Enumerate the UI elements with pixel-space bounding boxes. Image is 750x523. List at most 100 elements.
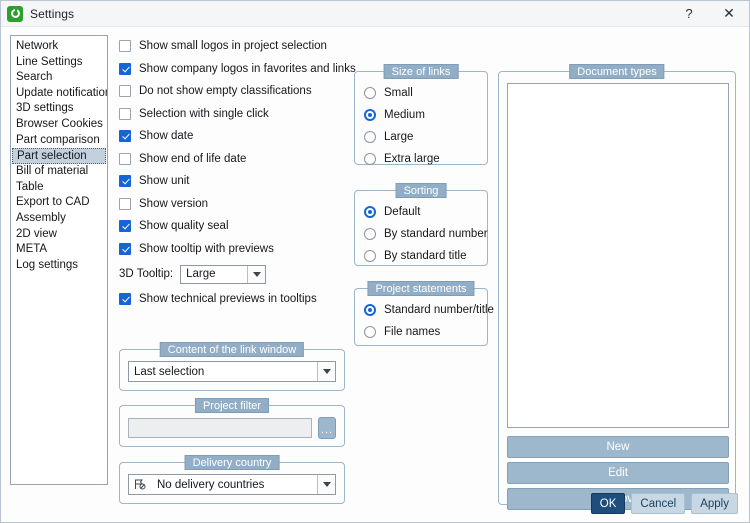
checkbox-indicator[interactable] [119,175,131,188]
radio-indicator[interactable] [364,326,376,338]
radio-label: Extra large [384,153,440,165]
radio-indicator[interactable] [364,153,376,165]
globe-flag-icon [134,479,147,490]
delivery-country-select[interactable]: No delivery countries [128,474,336,495]
checkbox-show-unit[interactable]: Show unit [119,170,345,193]
link-window-select[interactable]: Last selection [128,361,336,382]
radio-label: File names [384,326,441,338]
project-filter-browse-button[interactable]: ... [318,417,336,439]
checkbox-label: Show tooltip with previews [139,242,274,255]
checkbox-label: Show company logos in favorites and link… [139,62,356,75]
dialog-footer: OK Cancel Apply [590,493,738,514]
radio-label: Standard number/title [384,304,494,316]
radio-large[interactable]: Large [364,126,487,148]
sorting-group-title: Sorting [395,183,447,198]
sidebar-item-update-notification[interactable]: Update notification [16,86,108,99]
radio-by-standard-title[interactable]: By standard title [364,245,487,267]
chevron-down-icon[interactable] [247,265,266,283]
delivery-country-group-title: Delivery country [184,455,280,470]
checkbox-indicator[interactable] [119,85,131,98]
link-window-group-title: Content of the link window [159,342,305,357]
radio-medium[interactable]: Medium [364,104,487,126]
sidebar-item-2d-view[interactable]: 2D view [16,227,57,240]
checkbox-show-company-logos-in-favorites-and-links[interactable]: Show company logos in favorites and link… [119,58,356,81]
new-document-type-button[interactable]: New [507,436,729,458]
radio-standard-number-title[interactable]: Standard number/title [364,299,494,321]
radio-file-names[interactable]: File names [364,321,487,343]
radio-small[interactable]: Small [364,82,487,104]
radio-indicator[interactable] [364,109,376,121]
project-statements-group: Project statements Standard number/title… [354,281,494,346]
radio-indicator[interactable] [364,87,376,99]
document-types-list[interactable] [507,83,729,428]
chevron-down-icon[interactable] [317,362,335,381]
sidebar-item-network[interactable]: Network [16,40,59,52]
sidebar-item-export-to-cad[interactable]: Export to CAD [16,196,90,209]
checkbox-label: Show version [139,197,209,210]
sidebar-item-browser-cookies[interactable]: Browser Cookies [16,117,103,130]
checkbox-label: Show small logos in project selection [139,40,327,53]
radio-indicator[interactable] [364,131,376,143]
project-filter-group: Project filter ... [119,398,345,447]
radio-default[interactable]: Default [364,201,487,223]
project-filter-input[interactable] [128,418,312,438]
sidebar-item-part-selection[interactable]: Part selection [12,148,106,165]
sidebar-item-search[interactable]: Search [16,71,53,84]
radio-indicator[interactable] [364,250,376,262]
sidebar-item-bill-of-material[interactable]: Bill of material [16,165,89,178]
size-of-links-group-title: Size of links [383,64,459,79]
sidebar-item-log-settings[interactable]: Log settings [16,258,79,271]
checkbox-do-not-show-empty-classifications[interactable]: Do not show empty classifications [119,80,345,103]
checkbox-show-technical-previews-in-tooltips[interactable]: Show technical previews in tooltips [119,288,345,311]
tooltip-size-select[interactable]: Large [180,264,267,284]
checkbox-indicator[interactable] [119,220,131,233]
checkbox-indicator[interactable] [119,62,131,75]
checkbox-show-end-of-life-date[interactable]: Show end of life date [119,148,345,171]
checkbox-indicator[interactable] [119,242,131,255]
checkbox-indicator[interactable] [119,107,131,120]
checkbox-show-tooltip-with-previews[interactable]: Show tooltip with previews [119,238,345,261]
checkbox-indicator[interactable] [119,40,131,53]
radio-by-standard-number[interactable]: By standard number [364,223,488,245]
help-icon[interactable]: ? [685,6,693,21]
checkbox-label: Show quality seal [139,220,229,233]
apply-button[interactable]: Apply [691,493,738,514]
checkbox-show-quality-seal[interactable]: Show quality seal [119,215,345,238]
checkbox-show-small-logos-in-project-selection[interactable]: Show small logos in project selection [119,35,345,58]
sidebar-item-assembly[interactable]: Assembly [16,211,66,224]
chevron-down-icon[interactable] [317,475,335,494]
edit-document-type-button[interactable]: Edit [507,462,729,484]
sidebar-item-meta[interactable]: META [16,243,48,256]
checkbox-indicator[interactable] [119,293,131,306]
checkbox-indicator[interactable] [119,130,131,143]
checkbox-show-version[interactable]: Show version [119,193,345,216]
sidebar-item-table[interactable]: Table [16,180,44,193]
radio-label: Large [384,131,414,143]
radio-extra-large[interactable]: Extra large [364,148,487,170]
sidebar-item-line-settings[interactable]: Line Settings [16,55,83,68]
close-icon[interactable]: ✕ [723,5,735,21]
window-title: Settings [30,6,75,21]
checkbox-label: Do not show empty classifications [139,85,312,98]
checkbox-indicator[interactable] [119,152,131,165]
tooltip-size-label: 3D Tooltip: [119,268,174,280]
sidebar-item-3d-settings[interactable]: 3D settings [16,102,74,115]
radio-indicator[interactable] [364,228,376,240]
checkbox-selection-with-single-click[interactable]: Selection with single click [119,103,345,126]
app-green-circle-icon [7,5,23,22]
radio-indicator[interactable] [364,206,376,218]
checkbox-label: Show end of life date [139,152,247,165]
checkbox-indicator[interactable] [119,197,131,210]
cancel-button[interactable]: Cancel [631,493,686,514]
ok-button[interactable]: OK [590,493,626,514]
tooltip-size-row: 3D Tooltip: Large [119,262,345,286]
checkbox-show-date[interactable]: Show date [119,125,345,148]
radio-indicator[interactable] [364,304,376,316]
sidebar-item-part-comparison[interactable]: Part comparison [16,133,100,146]
title-bar: Settings ? ✕ [1,1,749,27]
